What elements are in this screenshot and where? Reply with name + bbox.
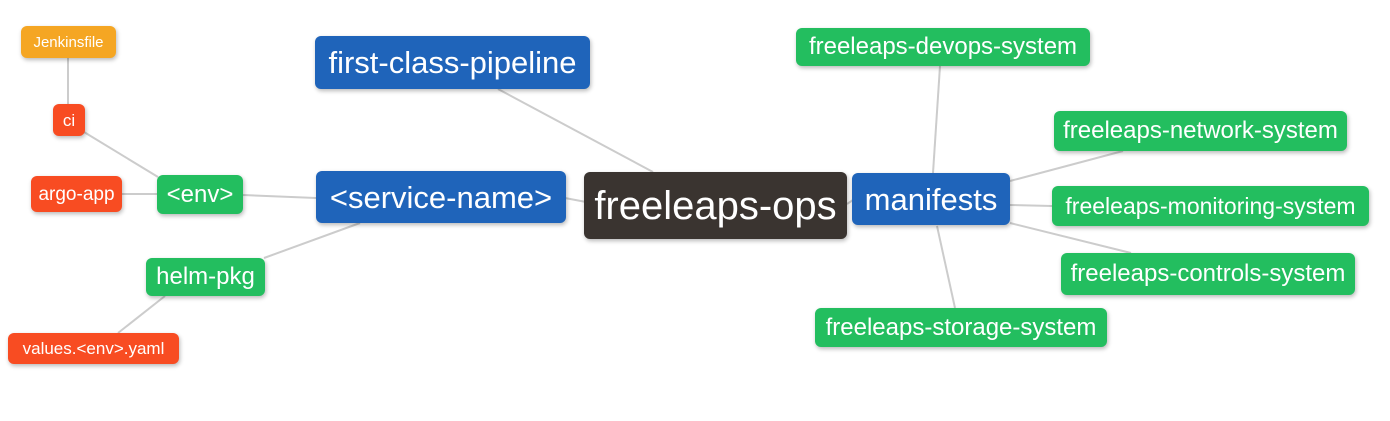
node-service-name[interactable]: <service-name> [316,171,566,223]
edge-service-name-to-freeleaps-ops [564,197,587,203]
node-ci[interactable]: ci [53,104,85,136]
edge-helm-pkg-to-service-name [263,222,361,259]
edge-manifests-to-freeleaps-devops-system [932,65,941,174]
edge-manifests-to-freeleaps-network-system [1009,150,1124,182]
node-freeleaps-devops-system[interactable]: freeleaps-devops-system [796,28,1090,66]
node-freeleaps-ops[interactable]: freeleaps-ops [584,172,847,239]
node-env[interactable]: <env> [157,175,243,214]
edge-manifests-to-freeleaps-controls-system [1009,222,1132,254]
node-freeleaps-monitoring-system[interactable]: freeleaps-monitoring-system [1052,186,1369,226]
node-helm-pkg[interactable]: helm-pkg [146,258,265,296]
edge-ci-to-env [83,131,159,178]
node-argo-app[interactable]: argo-app [31,176,122,212]
edge-manifests-to-freeleaps-storage-system [936,225,956,309]
node-freeleaps-storage-system[interactable]: freeleaps-storage-system [815,308,1107,347]
node-values-env-yaml[interactable]: values.<env>.yaml [8,333,179,364]
node-freeleaps-network-system[interactable]: freeleaps-network-system [1054,111,1347,151]
node-manifests[interactable]: manifests [852,173,1010,225]
node-freeleaps-controls-system[interactable]: freeleaps-controls-system [1061,253,1355,295]
edge-env-to-service-name [242,194,317,199]
edge-manifests-to-freeleaps-monitoring-system [1009,204,1053,207]
node-first-class-pipeline[interactable]: first-class-pipeline [315,36,590,89]
node-jenkinsfile[interactable]: Jenkinsfile [21,26,116,58]
edge-first-class-pipeline-to-freeleaps-ops [497,88,654,173]
edge-values-env-yaml-to-helm-pkg [117,295,166,334]
